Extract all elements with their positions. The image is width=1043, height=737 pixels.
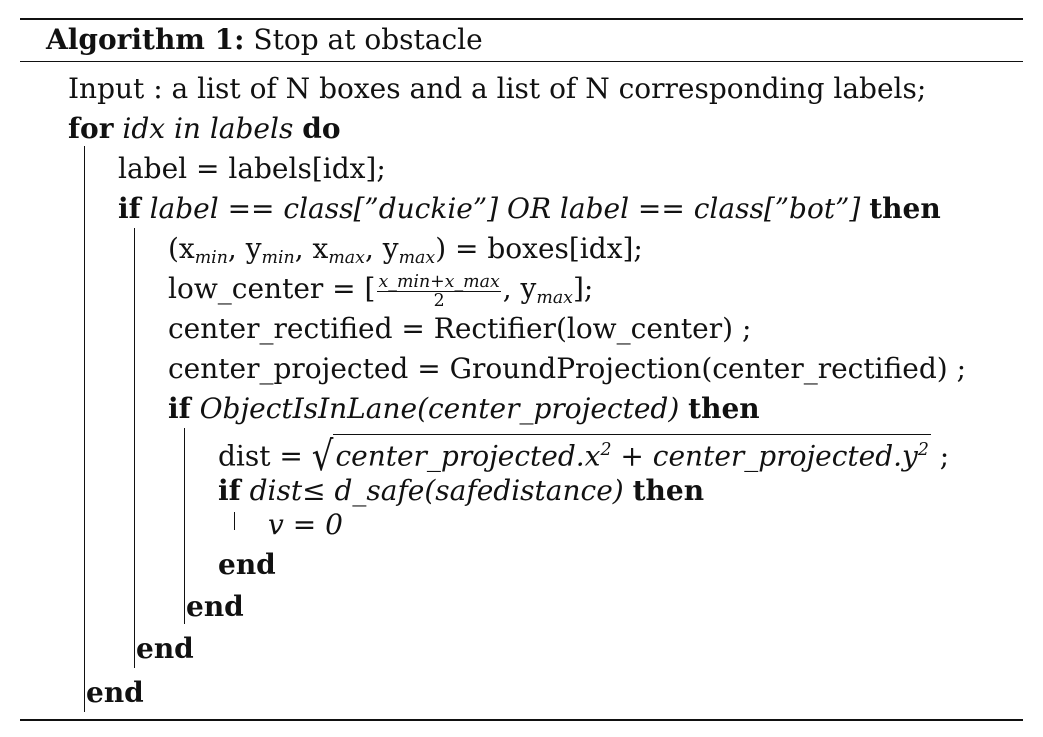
algorithm-title: Stop at obstacle <box>253 23 483 56</box>
algorithm-caption: Algorithm 1: Stop at obstacle <box>46 22 483 58</box>
boxes-x2: , x <box>294 232 329 265</box>
boxes-line: (xmin, ymin, xmax, ymax) = boxes[idx]; <box>168 232 643 275</box>
radicand-plus: + <box>611 439 653 473</box>
center-rectified-text: center_rectified = Rectifier(low_center)… <box>168 312 752 345</box>
algorithm-label: Algorithm 1: <box>46 23 245 56</box>
input-text: Input : a list of N boxes and a list of … <box>68 72 927 105</box>
top-rule <box>20 18 1023 20</box>
sqrt-radicand: center_projected.x2 + center_projected.y… <box>333 434 931 473</box>
boxes-open: (x <box>168 232 195 265</box>
v-assign-text: v = 0 <box>268 508 343 541</box>
end-if-dist-text: end <box>218 548 276 581</box>
if-dist-condition-b: ≤ d_safe(safedistance) <box>302 474 624 507</box>
fraction-numerator: x_min+x_max <box>377 271 501 292</box>
fraction-denominator: 2 <box>433 290 445 311</box>
label-assign-text: label = labels[idx]; <box>118 152 386 185</box>
end-if-lane-text: end <box>186 590 244 623</box>
dist-prefix: dist = <box>218 439 312 473</box>
low-center-y: , y <box>502 272 537 305</box>
dist-line: dist = √center_projected.x2 + center_pro… <box>218 434 950 478</box>
for-block-bar <box>84 146 85 712</box>
dist-semicolon: ; <box>939 439 950 473</box>
if-lane-then: then <box>688 392 760 425</box>
boxes-ymax-sub: max <box>398 248 436 269</box>
center-projected-text: center_projected = GroundProjection(cent… <box>168 352 966 385</box>
if-dist-then: then <box>632 474 705 507</box>
low-center-ymax-sub: max <box>536 288 573 309</box>
for-condition: idx in labels <box>122 112 294 145</box>
boxes-xmin-sub: min <box>194 248 228 269</box>
for-line: for idx in labels do <box>68 112 341 146</box>
if-lane-condition: ObjectIsInLane(center_projected) <box>199 392 680 425</box>
if-dist-line: if dist≤ d_safe(safedistance) then <box>218 474 704 508</box>
if-lane-keyword: if <box>168 392 191 425</box>
for-keyword: for <box>68 112 114 145</box>
then-keyword: then <box>869 192 941 225</box>
radicand-a: center_projected.x <box>335 439 601 473</box>
sqrt-icon: √ <box>311 433 334 482</box>
end-if-lane: end <box>186 590 244 624</box>
low-center-end: ]; <box>572 272 594 305</box>
boxes-close: ) = boxes[idx]; <box>435 232 643 265</box>
boxes-ymin-sub: min <box>261 248 295 269</box>
if-class-condition: label == class[”duckie”] OR label == cla… <box>149 192 861 225</box>
low-center-prefix: low_center = [ <box>168 272 376 305</box>
radicand-a-sup: 2 <box>600 440 612 460</box>
input-line: Input : a list of N boxes and a list of … <box>68 72 926 106</box>
if-keyword: if <box>118 192 141 225</box>
if-class-line: if label == class[”duckie”] OR label == … <box>118 192 941 226</box>
end-if-class-text: end <box>136 632 194 665</box>
if-dist-block-bar <box>234 512 235 530</box>
end-if-class: end <box>136 632 194 666</box>
boxes-y2: , y <box>364 232 399 265</box>
if-lane-block-bar <box>184 428 185 624</box>
v-assign-line: v = 0 <box>268 508 343 542</box>
label-assign-line: label = labels[idx]; <box>118 152 386 186</box>
radicand-b: center_projected.y <box>652 439 918 473</box>
caption-rule <box>20 61 1023 62</box>
end-if-dist: end <box>218 548 276 582</box>
center-projected-line: center_projected = GroundProjection(cent… <box>168 352 966 386</box>
if-lane-line: if ObjectIsInLane(center_projected) then <box>168 392 760 426</box>
end-for: end <box>86 676 144 710</box>
bottom-rule <box>20 719 1023 721</box>
do-keyword: do <box>302 112 341 145</box>
if-dist-keyword: if <box>218 474 241 507</box>
end-for-text: end <box>86 676 144 709</box>
center-rectified-line: center_rectified = Rectifier(low_center)… <box>168 312 751 346</box>
if-dist-condition-a: dist <box>249 474 303 507</box>
if-class-block-bar <box>134 228 135 668</box>
radicand-b-sup: 2 <box>917 440 929 460</box>
boxes-y1: , y <box>227 232 262 265</box>
boxes-xmax-sub: max <box>328 248 365 269</box>
